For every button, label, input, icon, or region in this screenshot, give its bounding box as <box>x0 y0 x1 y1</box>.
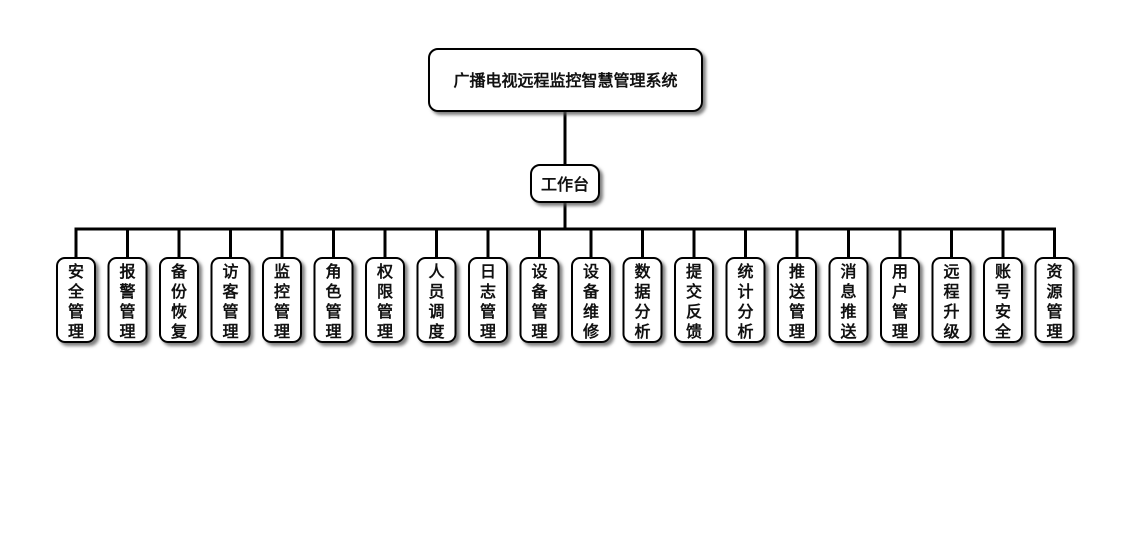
connector-lines <box>74 110 1056 260</box>
module-nodes: 安全管理 报警管理 备份恢复 访客管理 监控管理 角色管理 权限管理 人员调度 日志管理 设备管理… <box>56 257 1075 343</box>
module-box <box>416 257 457 343</box>
module-node: 资源管理 <box>1034 257 1075 343</box>
module-label: 消息推送 <box>839 262 857 341</box>
root-label: 广播电视远程监控智慧管理系统 <box>453 71 677 90</box>
module-node: 监控管理 <box>262 257 302 343</box>
module-label: 权限管理 <box>376 262 394 341</box>
module-node: 访客管理 <box>210 257 251 343</box>
module-label: 备份恢复 <box>170 262 188 341</box>
module-node: 权限管理 <box>365 257 405 343</box>
module-node: 消息推送 <box>828 257 869 343</box>
module-label: 统计分析 <box>737 262 753 341</box>
module-box <box>468 257 508 343</box>
module-label: 提交反馈 <box>686 262 703 341</box>
module-label: 访客管理 <box>222 262 239 341</box>
module-label: 资源管理 <box>1046 262 1062 341</box>
module-node: 提交反馈 <box>674 257 714 343</box>
module-node: 角色管理 <box>313 257 354 343</box>
module-box <box>159 257 199 343</box>
module-label: 设备维修 <box>582 262 600 341</box>
module-node: 远程升级 <box>931 257 972 343</box>
module-box <box>365 257 405 343</box>
module-node: 用户管理 <box>880 257 920 343</box>
module-label: 报警管理 <box>118 262 135 341</box>
module-box <box>210 257 251 343</box>
module-label: 日志管理 <box>480 262 496 341</box>
module-box <box>931 257 972 343</box>
module-box <box>828 257 869 343</box>
module-node: 报警管理 <box>107 257 148 343</box>
module-node: 人员调度 <box>416 257 457 343</box>
module-box <box>1034 257 1075 343</box>
module-box <box>262 257 302 343</box>
module-node: 备份恢复 <box>159 257 199 343</box>
module-node: 推送管理 <box>777 257 817 343</box>
module-label: 安全管理 <box>67 262 85 341</box>
module-label: 人员调度 <box>428 262 445 341</box>
module-label: 角色管理 <box>325 262 341 341</box>
module-node: 设备维修 <box>571 257 611 343</box>
module-box <box>983 257 1023 343</box>
module-box <box>313 257 354 343</box>
module-label: 账号安全 <box>994 262 1012 341</box>
hub-node: 工作台 <box>530 164 600 203</box>
root-node: 广播电视远程监控智慧管理系统 <box>428 48 703 112</box>
module-node: 设备管理 <box>519 257 560 343</box>
module-box <box>622 257 663 343</box>
root-box <box>428 48 703 112</box>
module-label: 用户管理 <box>892 262 908 341</box>
module-node: 数据分析 <box>622 257 663 343</box>
module-node: 统计分析 <box>725 257 766 343</box>
hub-box <box>530 164 600 203</box>
module-box <box>777 257 817 343</box>
module-node: 安全管理 <box>56 257 96 343</box>
module-box <box>107 257 148 343</box>
hub-label: 工作台 <box>541 175 589 194</box>
module-box <box>880 257 920 343</box>
module-box <box>519 257 560 343</box>
module-node: 账号安全 <box>983 257 1023 343</box>
module-label: 数据分析 <box>634 262 651 341</box>
module-box <box>56 257 96 343</box>
module-box <box>571 257 611 343</box>
module-label: 设备管理 <box>530 262 548 341</box>
module-label: 监控管理 <box>274 262 290 341</box>
module-label: 推送管理 <box>788 262 806 341</box>
module-box <box>725 257 766 343</box>
module-node: 日志管理 <box>468 257 508 343</box>
module-box <box>674 257 714 343</box>
module-label: 远程升级 <box>943 262 960 341</box>
